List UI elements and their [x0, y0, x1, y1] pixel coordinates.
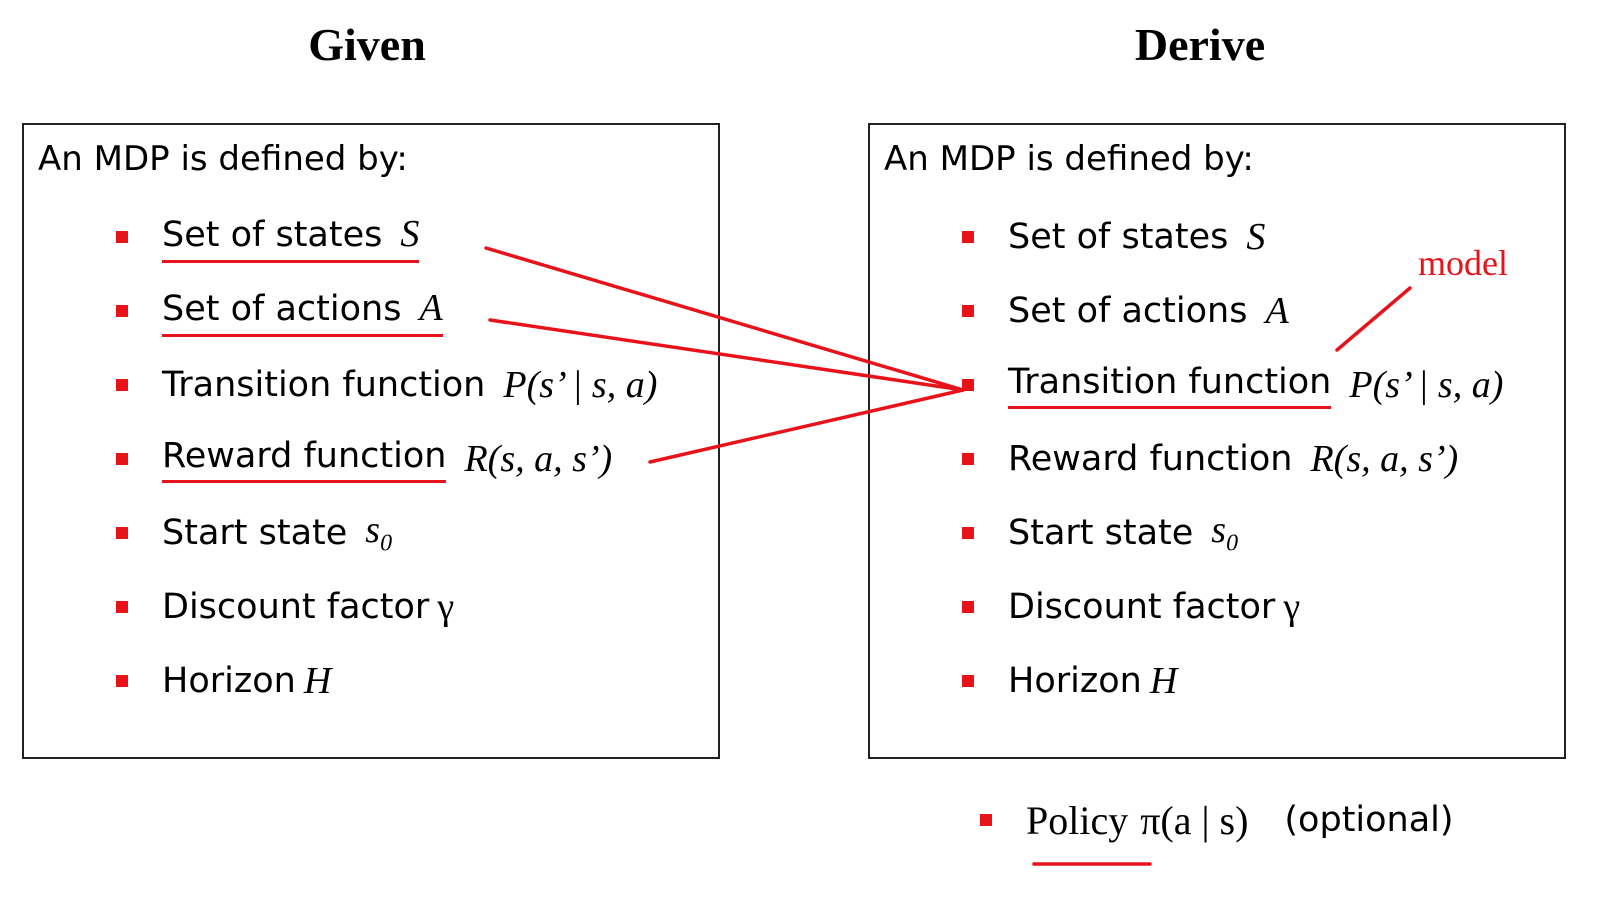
given-item-start-label: Start state	[162, 513, 348, 553]
derive-item-start-symbol: s0	[1211, 508, 1238, 558]
derive-panel: An MDP is defined by: Set of states S Se…	[868, 123, 1566, 759]
policy-symbol: π(a | s)	[1140, 797, 1249, 843]
bullet-icon	[962, 231, 974, 243]
given-item-reward-label: Reward function	[162, 436, 447, 483]
derive-panel-title: An MDP is defined by:	[884, 139, 1254, 179]
derive-item-start: Start state s0	[962, 508, 1238, 558]
given-panel: An MDP is defined by: Set of states S Set…	[22, 123, 720, 759]
given-item-reward: Reward function R(s, a, s’)	[116, 436, 613, 483]
derive-item-discount-label: Discount factor	[1008, 587, 1276, 627]
bullet-icon	[116, 675, 128, 687]
bullet-icon	[962, 601, 974, 613]
derive-item-horizon-label: Horizon	[1008, 661, 1142, 701]
derive-item-states-symbol: S	[1246, 216, 1266, 258]
given-item-start-symbol-sub: 0	[380, 530, 393, 557]
bullet-icon	[962, 527, 974, 539]
given-item-horizon-label: Horizon	[162, 661, 296, 701]
bullet-icon	[116, 453, 128, 465]
derive-item-actions-label: Set of actions	[1008, 291, 1248, 331]
bullet-icon	[962, 305, 974, 317]
derive-item-reward: Reward function R(s, a, s’)	[962, 437, 1458, 481]
given-item-start-symbol-base: s	[365, 509, 381, 552]
given-item-discount-label: Discount factor	[162, 587, 430, 627]
derive-item-discount: Discount factor γ	[962, 585, 1300, 629]
derive-item-transition-symbol: P(s’ | s, a)	[1349, 364, 1504, 406]
given-item-states-label: Set of states	[162, 214, 383, 255]
given-item-discount: Discount factor γ	[116, 585, 454, 629]
derive-item-discount-symbol: γ	[1283, 586, 1301, 628]
bullet-icon	[116, 379, 128, 391]
given-item-transition-symbol: P(s’ | s, a)	[503, 364, 658, 406]
bullet-icon	[116, 305, 128, 317]
derive-item-actions: Set of actions A	[962, 289, 1289, 333]
given-item-horizon: Horizon H	[116, 659, 331, 703]
derive-item-actions-symbol: A	[1265, 290, 1289, 332]
derive-item-reward-symbol: R(s, a, s’)	[1310, 438, 1459, 480]
derive-item-start-symbol-sub: 0	[1226, 530, 1239, 557]
given-item-discount-symbol: γ	[437, 586, 455, 628]
derive-item-transition: Transition function P(s’ | s, a)	[962, 362, 1504, 409]
bullet-icon	[116, 527, 128, 539]
derive-item-start-symbol-base: s	[1211, 509, 1227, 552]
given-item-states-symbol: S	[400, 212, 420, 255]
given-item-actions: Set of actions A	[116, 287, 443, 337]
derive-item-horizon-symbol: H	[1149, 660, 1178, 702]
given-panel-title: An MDP is defined by:	[38, 139, 408, 179]
given-item-actions-label: Set of actions	[162, 288, 402, 329]
derive-item-states: Set of states S	[962, 215, 1265, 259]
bullet-icon	[962, 379, 974, 391]
policy-note: (optional)	[1284, 800, 1454, 840]
given-item-actions-underline: Set of actions A	[162, 286, 443, 337]
bullet-icon	[116, 601, 128, 613]
bullet-icon	[116, 231, 128, 243]
given-heading: Given	[308, 19, 426, 70]
bullet-icon	[962, 675, 974, 687]
derive-heading: Derive	[1134, 19, 1266, 70]
given-item-states: Set of states S	[116, 213, 420, 263]
derive-item-start-label: Start state	[1008, 513, 1194, 553]
bullet-icon	[962, 453, 974, 465]
given-item-start: Start state s0	[116, 508, 392, 558]
derive-item-horizon: Horizon H	[962, 659, 1177, 703]
derive-item-transition-label: Transition function	[1008, 362, 1332, 409]
given-item-actions-symbol: A	[419, 286, 443, 329]
given-item-horizon-symbol: H	[303, 660, 332, 702]
given-item-states-underline: Set of states S	[162, 212, 420, 263]
given-item-transition-label: Transition function	[162, 365, 486, 405]
bullet-icon	[980, 814, 992, 826]
given-item-start-symbol: s0	[365, 508, 392, 558]
policy-item: Policy π(a | s) (optional)	[980, 796, 1454, 844]
derive-item-states-label: Set of states	[1008, 217, 1229, 257]
policy-label: Policy	[1026, 797, 1129, 843]
given-item-reward-symbol: R(s, a, s’)	[464, 438, 613, 480]
model-label: model	[1418, 243, 1508, 283]
given-item-transition: Transition function P(s’ | s, a)	[116, 363, 657, 407]
derive-item-reward-label: Reward function	[1008, 439, 1293, 479]
